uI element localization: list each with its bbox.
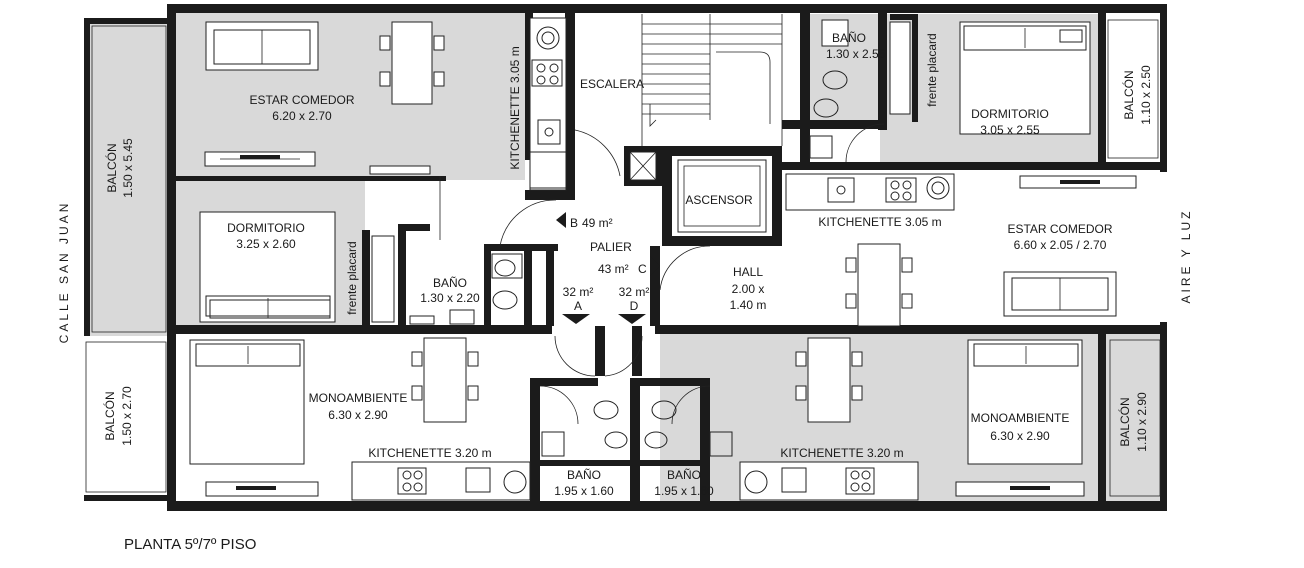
label-c-letter: C xyxy=(638,262,647,276)
label-b-dorm-name: DORMITORIO xyxy=(227,221,305,235)
label-b-kitchenette: KITCHENETTE 3.05 m xyxy=(508,46,522,169)
unit-d-balcony-area xyxy=(1106,334,1164,502)
bed-unit-b xyxy=(199,211,336,323)
sofa-unit-b xyxy=(205,21,319,71)
unit-b-balcony-area xyxy=(84,18,168,336)
label-b-estar-name: ESTAR COMEDOR xyxy=(249,93,354,107)
label-b-area: 49 m² xyxy=(582,216,613,230)
label-a-mono-dims: 6.30 x 2.90 xyxy=(328,408,388,422)
label-d-kitchenette: KITCHENETTE 3.20 m xyxy=(780,446,903,460)
label-a-bano-dims: 1.95 x 1.60 xyxy=(554,484,614,498)
entry-arrow-c xyxy=(650,256,660,276)
label-b-balcon-name: BALCÓN xyxy=(104,143,119,192)
label-a-balcon-dims: 1.50 x 2.70 xyxy=(120,386,134,446)
bath-fixtures-unit-b xyxy=(409,253,523,325)
kitchenette-unit-a xyxy=(351,461,531,501)
label-c-estar-dims: 6.60 x 2.05 / 2.70 xyxy=(1014,238,1107,252)
dining-table-unit-c xyxy=(845,243,913,327)
label-c-bano-name: BAÑO xyxy=(832,31,866,45)
label-street-left: CALLE SAN JUAN xyxy=(57,201,71,344)
stair-steps xyxy=(641,14,783,146)
dining-table-unit-a xyxy=(411,337,479,423)
label-c-dorm-name: DORMITORIO xyxy=(971,107,1049,121)
label-d-bano-name: BAÑO xyxy=(667,468,701,482)
plan-title: PLANTA 5º/7º PISO xyxy=(124,536,257,553)
sofa-unit-c xyxy=(1003,271,1117,317)
bed-unit-d xyxy=(967,339,1083,465)
kitchenette-unit-b xyxy=(529,17,567,191)
label-a-balcon-name: BALCÓN xyxy=(102,391,117,440)
bed-unit-a xyxy=(189,339,305,465)
label-d-bano-dims: 1.95 x 1.60 xyxy=(654,484,714,498)
label-b-letter: B xyxy=(570,216,578,230)
entry-arrow-b xyxy=(556,212,566,228)
label-c-estar-name: ESTAR COMEDOR xyxy=(1007,222,1112,236)
label-street-right: AIRE Y LUZ xyxy=(1179,209,1193,304)
label-b-dorm-dims: 3.25 x 2.60 xyxy=(236,237,296,251)
label-d-mono-dims: 6.30 x 2.90 xyxy=(990,429,1050,443)
label-b-placard: frente placard xyxy=(345,241,359,314)
label-b-bano-name: BAÑO xyxy=(433,276,467,290)
label-a-kitchenette: KITCHENETTE 3.20 m xyxy=(368,446,491,460)
bed-unit-c xyxy=(959,21,1091,135)
label-d-balcon-name: BALCÓN xyxy=(1117,397,1132,446)
door-swings xyxy=(499,123,885,425)
kitchenette-unit-d xyxy=(739,461,919,501)
label-a-mono-name: MONOAMBIENTE xyxy=(309,391,408,405)
label-c-bano-dims: 1.30 x 2.55 xyxy=(826,47,886,61)
label-b-balcon-dims: 1.50 x 5.45 xyxy=(121,138,135,198)
dining-table-unit-b xyxy=(379,21,445,105)
entry-arrow-d xyxy=(618,314,646,324)
label-c-balcon-dims: 1.10 x 2.50 xyxy=(1139,65,1153,125)
entry-arrow-a xyxy=(562,314,590,324)
label-c-hall-dims-2: 1.40 m xyxy=(730,298,767,312)
kitchenette-unit-c xyxy=(785,173,955,211)
label-c-area: 43 m² xyxy=(598,262,629,276)
label-c-placard: frente placard xyxy=(925,33,939,106)
bath-fixtures-unit-c xyxy=(809,19,849,159)
label-c-hall-name: HALL xyxy=(733,265,763,279)
bath-fixtures-lower xyxy=(541,400,733,457)
label-d-mono-name: MONOAMBIENTE xyxy=(971,411,1070,425)
label-a-letter: A xyxy=(574,299,582,313)
label-d-letter: D xyxy=(630,299,639,313)
label-d-area: 32 m² xyxy=(619,285,650,299)
label-palier: PALIER xyxy=(590,240,632,254)
label-a-bano-name: BAÑO xyxy=(567,468,601,482)
label-c-dorm-dims: 3.05 x 2.55 xyxy=(980,123,1040,137)
label-c-kitchenette: KITCHENETTE 3.05 m xyxy=(818,215,941,229)
label-a-area: 32 m² xyxy=(563,285,594,299)
label-b-estar-dims: 6.20 x 2.70 xyxy=(272,109,332,123)
label-ascensor: ASCENSOR xyxy=(685,193,753,207)
label-d-balcon-dims: 1.10 x 2.90 xyxy=(1135,392,1149,452)
dining-table-unit-d xyxy=(795,337,863,423)
label-c-balcon-name: BALCÓN xyxy=(1121,70,1136,119)
label-c-hall-dims-1: 2.00 x xyxy=(732,282,765,296)
label-escalera: ESCALERA xyxy=(580,77,644,91)
label-b-bano-dims: 1.30 x 2.20 xyxy=(420,291,480,305)
